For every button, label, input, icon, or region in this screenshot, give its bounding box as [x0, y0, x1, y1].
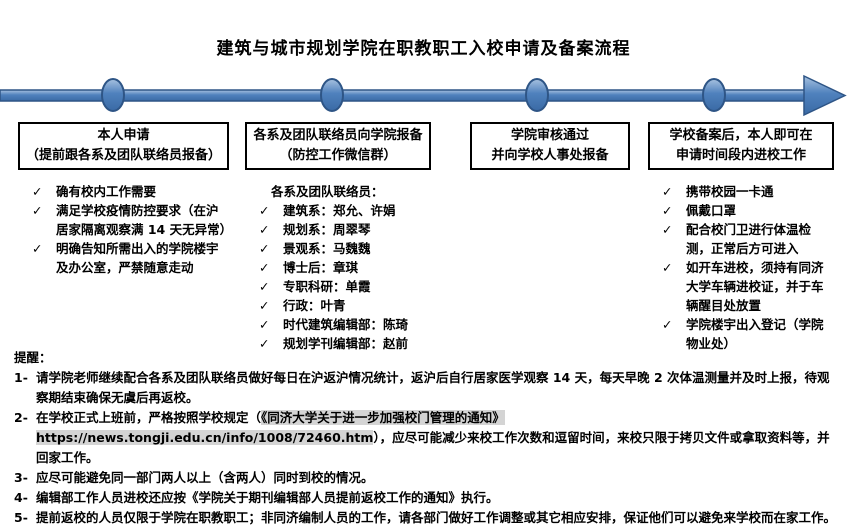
- reminders-heading: 提醒：: [14, 350, 52, 365]
- checkmark-icon: ✓: [32, 203, 43, 218]
- reminder-text: 编辑部工作人员进校还应按《学院关于期刊编辑部人员提前返校工作的通知》执行。: [36, 490, 499, 505]
- reminder-number: 3-: [14, 470, 28, 485]
- checklist-item-text: 规划系：周翠琴: [283, 222, 371, 237]
- step-intro: 各系及团队联络员：: [271, 184, 384, 199]
- checkmark-icon: ✓: [259, 222, 270, 237]
- reminder-text: 在学校正式上班前，严格按照学校规定（《同济大学关于进一步加强校门管理的通知》ht…: [36, 410, 830, 465]
- checklist-item-text: 学院楼宇出入登记（学院物业处）: [686, 317, 824, 351]
- checkmark-icon: ✓: [259, 241, 270, 256]
- notice-link[interactable]: 《同济大学关于进一步加强校门管理的通知》https://news.tongji.…: [36, 410, 505, 445]
- reminder-number: 1-: [14, 370, 28, 385]
- checklist-item: ✓ 佩戴口罩: [662, 201, 834, 220]
- checklist-item-text: 规划学刊编辑部：赵前: [283, 336, 409, 351]
- reminder-item: 5- 提前返校的人员仅限于学院在职教职工；非同济编制人员的工作，请各部门做好工作调…: [14, 508, 836, 528]
- checklist-item-text: 景观系：马魏魏: [283, 241, 371, 256]
- step-box: 学校备案后，本人即可在申请时间段内进校工作: [648, 122, 834, 170]
- reminder-text: 请学院老师继续配合各系及团队联络员做好每日在沪返沪情况统计，返沪后自行居家医学观…: [36, 370, 830, 405]
- checklist-item: ✓ 博士后：章琪: [259, 258, 431, 277]
- checklist-item-text: 建筑系：郑允、许娟: [283, 203, 396, 218]
- checklist-item-text: 如开车进校，须持有同济大学车辆进校证，并于车辆醒目处放置: [686, 260, 824, 313]
- checkmark-icon: ✓: [32, 184, 43, 199]
- step-box-line: 学院审核通过: [510, 128, 589, 143]
- reminder-item: 4- 编辑部工作人员进校还应按《学院关于期刊编辑部人员提前返校工作的通知》执行。: [14, 488, 836, 508]
- timeline-node-2: [320, 78, 344, 112]
- step-bullets: ✓ 建筑系：郑允、许娟 ✓ 规划系：周翠琴 ✓ 景观系：马魏魏 ✓ 博士后：章琪 ✓ 专职科研：单…: [245, 201, 431, 353]
- checklist-item-text: 配合校门卫进行体温检测，正常后方可进入: [686, 222, 812, 256]
- checkmark-icon: ✓: [662, 317, 673, 332]
- checklist-item: ✓ 建筑系：郑允、许娟: [259, 201, 431, 220]
- step-bullets: ✓确有校内工作需要✓满足学校疫情防控要求（在沪居家隔离观察满 14 天无异常）✓…: [18, 182, 233, 277]
- checklist-item: ✓ 行政：叶青: [259, 296, 431, 315]
- checkmark-icon: ✓: [662, 184, 673, 199]
- timeline-node-1: [101, 78, 125, 112]
- checklist-item-text: 满足学校疫情防控要求（在沪居家隔离观察满 14 天无异常）: [56, 203, 233, 237]
- checklist-item-text: 时代建筑编辑部：陈琦: [283, 317, 409, 332]
- step-box: 学院审核通过并向学校人事处报备: [470, 122, 630, 170]
- checklist-item: ✓ 规划学刊编辑部：赵前: [259, 334, 431, 353]
- checklist-item-text: 佩戴口罩: [686, 203, 737, 218]
- timeline-arrowhead: [803, 74, 847, 117]
- checkmark-icon: ✓: [259, 336, 270, 351]
- step-box-line: 各系及团队联络员向学院报备: [253, 128, 423, 143]
- step-column-1: 本人申请 （提前跟各系及团队联络员报备） ✓ 确有校内工作需要 ✓ 满足学校疫情防控要求…: [18, 122, 233, 277]
- checklist-item: ✓ 学院楼宇出入登记（学院物业处）: [662, 315, 834, 353]
- checklist-item: ✓ 专职科研：单霞: [259, 277, 431, 296]
- step-box-line: （防控工作微信群）: [279, 148, 397, 163]
- reminder-item: 3- 应尽可能避免同一部门两人以上（含两人）同时到校的情况。: [14, 468, 836, 488]
- step-box-line: （提前跟各系及团队联络员报备）: [25, 148, 221, 163]
- checkmark-icon: ✓: [32, 241, 43, 256]
- step-column-2: 各系及团队联络员向学院报备 （防控工作微信群） 各系及团队联络员： ✓ 建筑系：郑允…: [245, 122, 431, 353]
- step-box-line: 并向学校人事处报备: [491, 148, 609, 163]
- reminder-number: 5-: [14, 510, 28, 525]
- step-bullets: ✓ 携带校园一卡通 ✓ 佩戴口罩 ✓ 配合校门卫进行体温检测，正常后方可进入 ✓ 如开车进校，…: [648, 182, 834, 353]
- step-box: 本人申请 （提前跟各系及团队联络员报备）: [18, 122, 229, 170]
- checklist-item: ✓ 配合校门卫进行体温检测，正常后方可进入: [662, 220, 834, 258]
- checkmark-icon: ✓: [259, 203, 270, 218]
- checklist-item: ✓ 如开车进校，须持有同济大学车辆进校证，并于车辆醒目处放置: [662, 258, 834, 315]
- step-column-3: 学院审核通过并向学校人事处报备: [470, 122, 630, 170]
- checklist-item: ✓ 满足学校疫情防控要求（在沪居家隔离观察满 14 天无异常）: [32, 201, 233, 239]
- timeline-arrow: [0, 74, 847, 117]
- checkmark-icon: ✓: [259, 317, 270, 332]
- checklist-item-text: 博士后：章琪: [283, 260, 359, 275]
- checklist-item-text: 确有校内工作需要: [56, 184, 157, 199]
- reminder-text: 提前返校的人员仅限于学院在职教职工；非同济编制人员的工作，请各部门做好工作调整或…: [36, 510, 837, 525]
- reminder-number: 2-: [14, 410, 28, 425]
- checkmark-icon: ✓: [259, 260, 270, 275]
- checkmark-icon: ✓: [259, 279, 270, 294]
- checkmark-icon: ✓: [662, 203, 673, 218]
- checkmark-icon: ✓: [662, 260, 673, 275]
- checklist-item: ✓ 确有校内工作需要: [32, 182, 229, 201]
- timeline-node-3: [525, 78, 549, 112]
- step-box-line: 申请时间段内进校工作: [675, 148, 806, 163]
- checklist-item-text: 专职科研：单霞: [283, 279, 371, 294]
- checklist-item: ✓ 景观系：马魏魏: [259, 239, 431, 258]
- checkmark-icon: ✓: [259, 298, 270, 313]
- reminder-list: 1- 请学院老师继续配合各系及团队联络员做好每日在沪返沪情况统计，返沪后自行居家医…: [14, 368, 836, 528]
- timeline-node-4: [702, 78, 726, 112]
- step-box: 各系及团队联络员向学院报备 （防控工作微信群）: [245, 122, 431, 170]
- reminder-item: 1- 请学院老师继续配合各系及团队联络员做好每日在沪返沪情况统计，返沪后自行居家医…: [14, 368, 836, 408]
- reminder-item: 2- 在学校正式上班前，严格按照学校规定（《同济大学关于进一步加强校门管理的通知》…: [14, 408, 836, 468]
- checklist-item: ✓ 明确告知所需出入的学院楼宇及办公室，严禁随意走动: [32, 239, 229, 277]
- reminder-number: 4-: [14, 490, 28, 505]
- checklist-item-text: 明确告知所需出入的学院楼宇及办公室，严禁随意走动: [56, 241, 219, 275]
- step-column-4: 学校备案后，本人即可在申请时间段内进校工作 ✓ 携带校园一卡通 ✓ 佩戴口罩 ✓ 配合校门…: [648, 122, 834, 353]
- checkmark-icon: ✓: [662, 222, 673, 237]
- checklist-item: ✓ 时代建筑编辑部：陈琦: [259, 315, 431, 334]
- page-title: 建筑与城市规划学院在职教职工入校申请及备案流程: [216, 39, 631, 59]
- step-box-line: 本人申请: [97, 128, 150, 143]
- step-box-line: 学校备案后，本人即可在: [669, 128, 813, 143]
- checklist-item: ✓ 规划系：周翠琴: [259, 220, 431, 239]
- checklist-item-text: 携带校园一卡通: [686, 184, 774, 199]
- timeline-bar: [0, 89, 807, 102]
- checklist-item: ✓ 携带校园一卡通: [662, 182, 834, 201]
- reminder-text: 应尽可能避免同一部门两人以上（含两人）同时到校的情况。: [36, 470, 374, 485]
- reminders-section: 提醒： 1- 请学院老师继续配合各系及团队联络员做好每日在沪返沪情况统计，返沪后自…: [14, 348, 836, 528]
- checklist-item-text: 行政：叶青: [283, 298, 346, 313]
